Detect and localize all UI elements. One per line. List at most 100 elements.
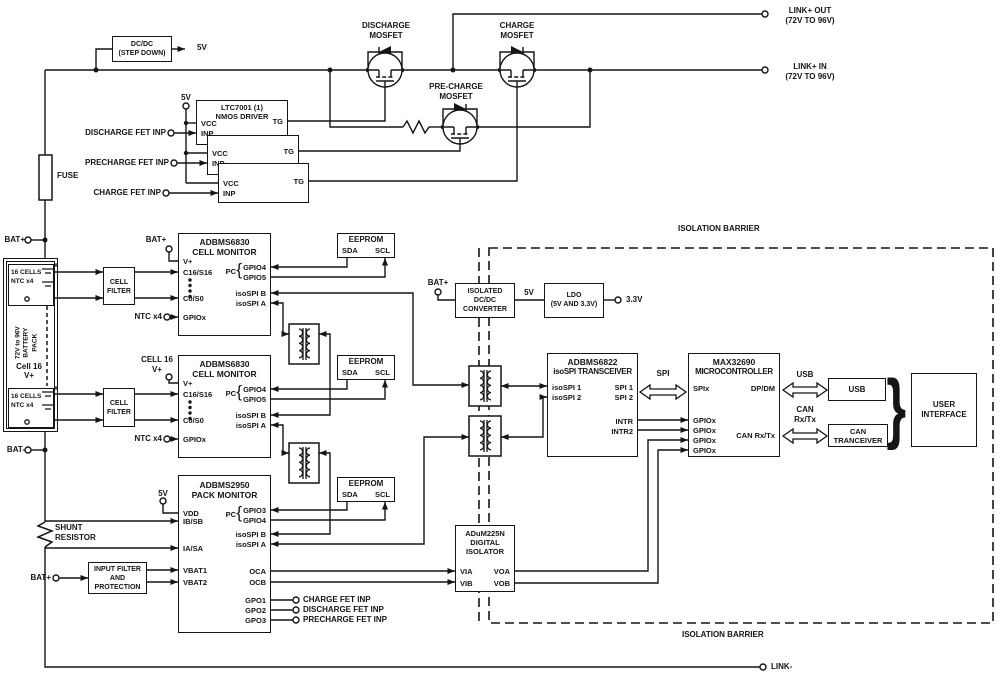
cell-group-ntc: NTC x4 <box>11 278 34 285</box>
can-bus-label: CAN <box>796 405 814 414</box>
pack-cell16-label: Cell 16 <box>16 362 42 371</box>
pin-via: VIA <box>460 567 473 576</box>
battery-cells-icon <box>24 263 58 425</box>
block-title: LDO <box>566 292 582 299</box>
block-title3: PROTECTION <box>94 584 141 591</box>
precharge-resistor-icon <box>402 119 430 135</box>
gpo3-dest-label: PRECHARGE FET INP <box>303 615 388 624</box>
block-title: ADBMS6830 <box>199 237 250 247</box>
eeprom-3: EEPROM SDA SCL <box>337 477 395 502</box>
block-subtitle: FILTER <box>107 409 131 416</box>
eeprom-2: EEPROM SDA SCL <box>337 355 395 380</box>
pin-gpio5: GPIO5 <box>243 273 266 282</box>
pin-can-rxtx: CAN Rx/Tx <box>736 431 775 440</box>
pin-spi2: SPI 2 <box>614 393 633 402</box>
pin-inp: INP <box>201 129 214 138</box>
cell-group-label: 16 CELLS <box>11 393 42 400</box>
block-title: DC/DC <box>130 41 154 48</box>
pin-isospi-a: isoSPI A <box>235 540 266 549</box>
usb-block: USB <box>828 378 886 401</box>
isodc-5v-label: 5V <box>524 288 534 297</box>
ltc7001-driver-3: VCC INP TG <box>218 163 309 203</box>
mon2-cell16-label: CELL 16 <box>141 355 173 364</box>
block-title: EEPROM <box>348 235 384 244</box>
pin-vcc: VCC <box>201 119 217 128</box>
pin-intr: INTR <box>615 417 634 426</box>
pin-gpiox: GPIOx <box>693 426 716 435</box>
isolated-dcdc-block: ISOLATED DC/DC CONVERTER <box>455 283 515 318</box>
discharge-mosfet-label2: MOSFET <box>369 31 403 40</box>
ntc-label-1: NTC x4 <box>134 312 162 321</box>
block-title: CAN <box>849 427 867 436</box>
pin-vdd: VDD <box>183 509 199 518</box>
block-subtitle: TRANCEIVER <box>833 436 883 445</box>
eeprom-1: EEPROM SDA SCL <box>337 233 395 258</box>
isospi-transceiver-block: ADBMS6822 isoSPI TRANSCEIVER isoSPI 1 is… <box>547 353 638 457</box>
cell-group-label: 16 CELLS <box>11 269 42 276</box>
ltc-5v-label: 5V <box>181 93 191 102</box>
arrow-wires <box>45 46 688 585</box>
precharge-mosfet-icon <box>442 103 478 145</box>
precharge-fet-inp-label: PRECHARGE FET INP <box>84 158 169 167</box>
microcontroller-block: MAX32690 MICROCONTROLLER SPIx GPIOx GPIO… <box>688 353 780 457</box>
can-transceiver-block: CAN TRANCEIVER <box>828 424 888 447</box>
mon1-bat-plus-label: BAT+ <box>145 235 167 244</box>
block-title: CELL <box>109 400 129 407</box>
shunt-resistor-icon <box>35 521 55 548</box>
pin-spix: SPIx <box>693 384 710 393</box>
pin-tg: TG <box>272 117 283 126</box>
pin-dpdm: DP/DM <box>750 384 775 393</box>
ldo-block: LDO (5V AND 3.3V) <box>544 283 604 318</box>
block-title: ADBMS2950 <box>199 480 250 490</box>
terminal-circles <box>24 10 769 671</box>
block-subtitle: (STEP DOWN) <box>118 50 166 57</box>
fuse-label: FUSE <box>57 171 79 180</box>
usb-bus-label: USB <box>796 370 814 379</box>
pin-c0s0: C0/S0 <box>183 294 204 303</box>
gpo2-dest-label: DISCHARGE FET INP <box>303 605 384 614</box>
pin-voa: VOA <box>493 567 510 576</box>
charge-mosfet-label2: MOSFET <box>500 31 534 40</box>
dcdc-5v-label: 5V <box>197 43 207 52</box>
charge-fet-inp-label: CHARGE FET INP <box>93 188 161 197</box>
pin-gpio5: GPIO5 <box>243 395 266 404</box>
battery-pack-outer <box>3 258 58 432</box>
pin-scl: SCL <box>375 368 390 377</box>
link-out-range-label: (72V TO 96V) <box>785 16 835 25</box>
pin-isospi-b: isoSPI B <box>235 289 266 298</box>
pin-scl: SCL <box>375 490 390 499</box>
grouping-brace: } <box>886 363 907 451</box>
pack-monitor: ADBMS2950 PACK MONITOR VDD IB/SB IA/SA V… <box>178 475 271 633</box>
bat-plus-label: BAT+ <box>4 235 25 244</box>
block-title: ISOLATED <box>467 288 503 295</box>
cell-group-top: 16 CELLS NTC x4 <box>8 264 54 306</box>
precharge-mosfet-label: PRE-CHARGE <box>429 82 483 91</box>
pin-isospi-b: isoSPI B <box>235 530 266 539</box>
pc-brace: { <box>236 260 242 279</box>
block-title: LTC7001 (1) <box>221 103 263 112</box>
spi-bus-label: SPI <box>656 369 670 378</box>
cell-group-ntc: NTC x4 <box>11 402 34 409</box>
block-subtitle: CELL MONITOR <box>192 369 257 379</box>
mon2-vplus-label: V+ <box>151 365 163 374</box>
cell-monitor-1: ADBMS6830 CELL MONITOR V+ C16/S16 C0/S0 … <box>178 233 271 336</box>
dcdc-stepdown-block: DC/DC (STEP DOWN) <box>112 36 172 62</box>
transformer-icon <box>468 415 502 457</box>
pin-pc: PC <box>225 510 236 519</box>
cell-filter-2: CELL FILTER <box>103 388 135 427</box>
can-bus-arrow-icon <box>781 427 829 445</box>
block-subtitle: (5V AND 3.3V) <box>550 301 598 308</box>
pin-scl: SCL <box>375 246 390 255</box>
block-title3: CONVERTER <box>463 306 507 313</box>
link-in-label: LINK+ IN <box>793 62 827 71</box>
can-rxtx-bus-label: Rx/Tx <box>794 415 816 424</box>
pin-isospi1: isoSPI 1 <box>552 383 582 392</box>
pin-gpo2: GPO2 <box>245 606 266 615</box>
digital-isolator-block: ADuM225N DIGITAL ISOLATOR VIA VIB VOA VO… <box>455 525 515 592</box>
block-subtitle: PACK MONITOR <box>191 490 258 500</box>
block-title: MAX32690 <box>712 357 756 367</box>
pin-iasa: IA/SA <box>183 544 204 553</box>
pin-vbat1: VBAT1 <box>183 566 208 575</box>
pin-isospi-a: isoSPI A <box>235 421 266 430</box>
isolation-barrier-top-label: ISOLATION BARRIER <box>678 224 760 233</box>
